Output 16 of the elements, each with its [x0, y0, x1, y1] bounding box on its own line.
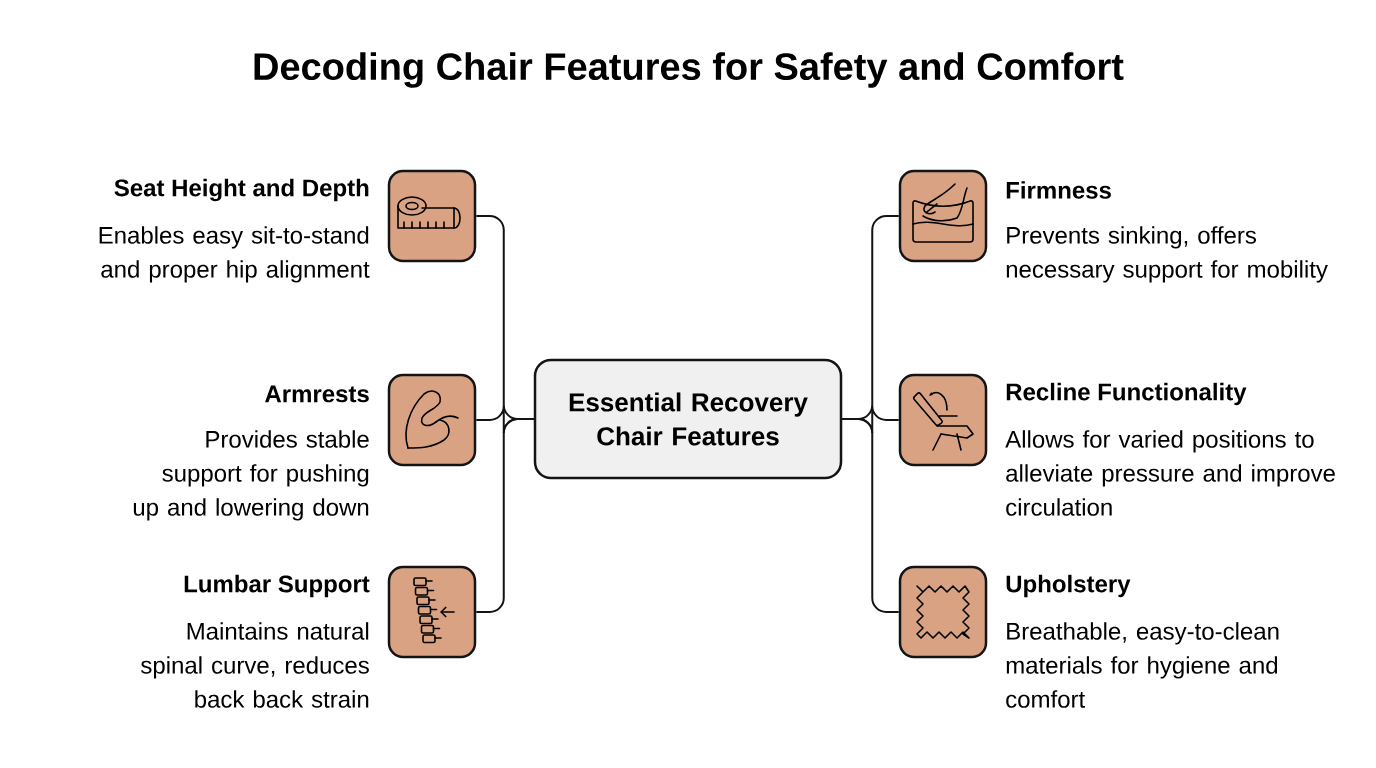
feature-heading: Armrests [265, 385, 369, 403]
feature-heading: Recline Functionality [1006, 382, 1247, 406]
connector-line [475, 418, 535, 613]
feature-description: Breathable, easy-to-clean materials for hygiene and comfort [1006, 622, 1279, 708]
feature-heading: Upholstery [1006, 574, 1131, 598]
connector-line [841, 418, 900, 613]
center-box: Essential Recovery Chair Features [533, 358, 843, 480]
feature-heading: Firmness [1006, 181, 1111, 199]
title: Decoding Chair Features for Safety and Comfort [254, 52, 1124, 88]
feature-description: Prevents sinking, offers necessary support for mobility [1006, 226, 1328, 283]
feature-description: Provides stable support for pushing up and lowering down [133, 430, 369, 521]
feature-heading: Seat Height and Depth [114, 178, 369, 202]
feature-description: Allows for varied positions to alleviate pressure and improve circulation [1005, 430, 1335, 516]
feature-description: Maintains natural spinal curve, reduces back back strain [141, 622, 369, 708]
feature-heading: Lumbar Support [184, 574, 370, 598]
feature-description: Enables easy sit-to-stand and proper hip alignment [99, 226, 370, 283]
